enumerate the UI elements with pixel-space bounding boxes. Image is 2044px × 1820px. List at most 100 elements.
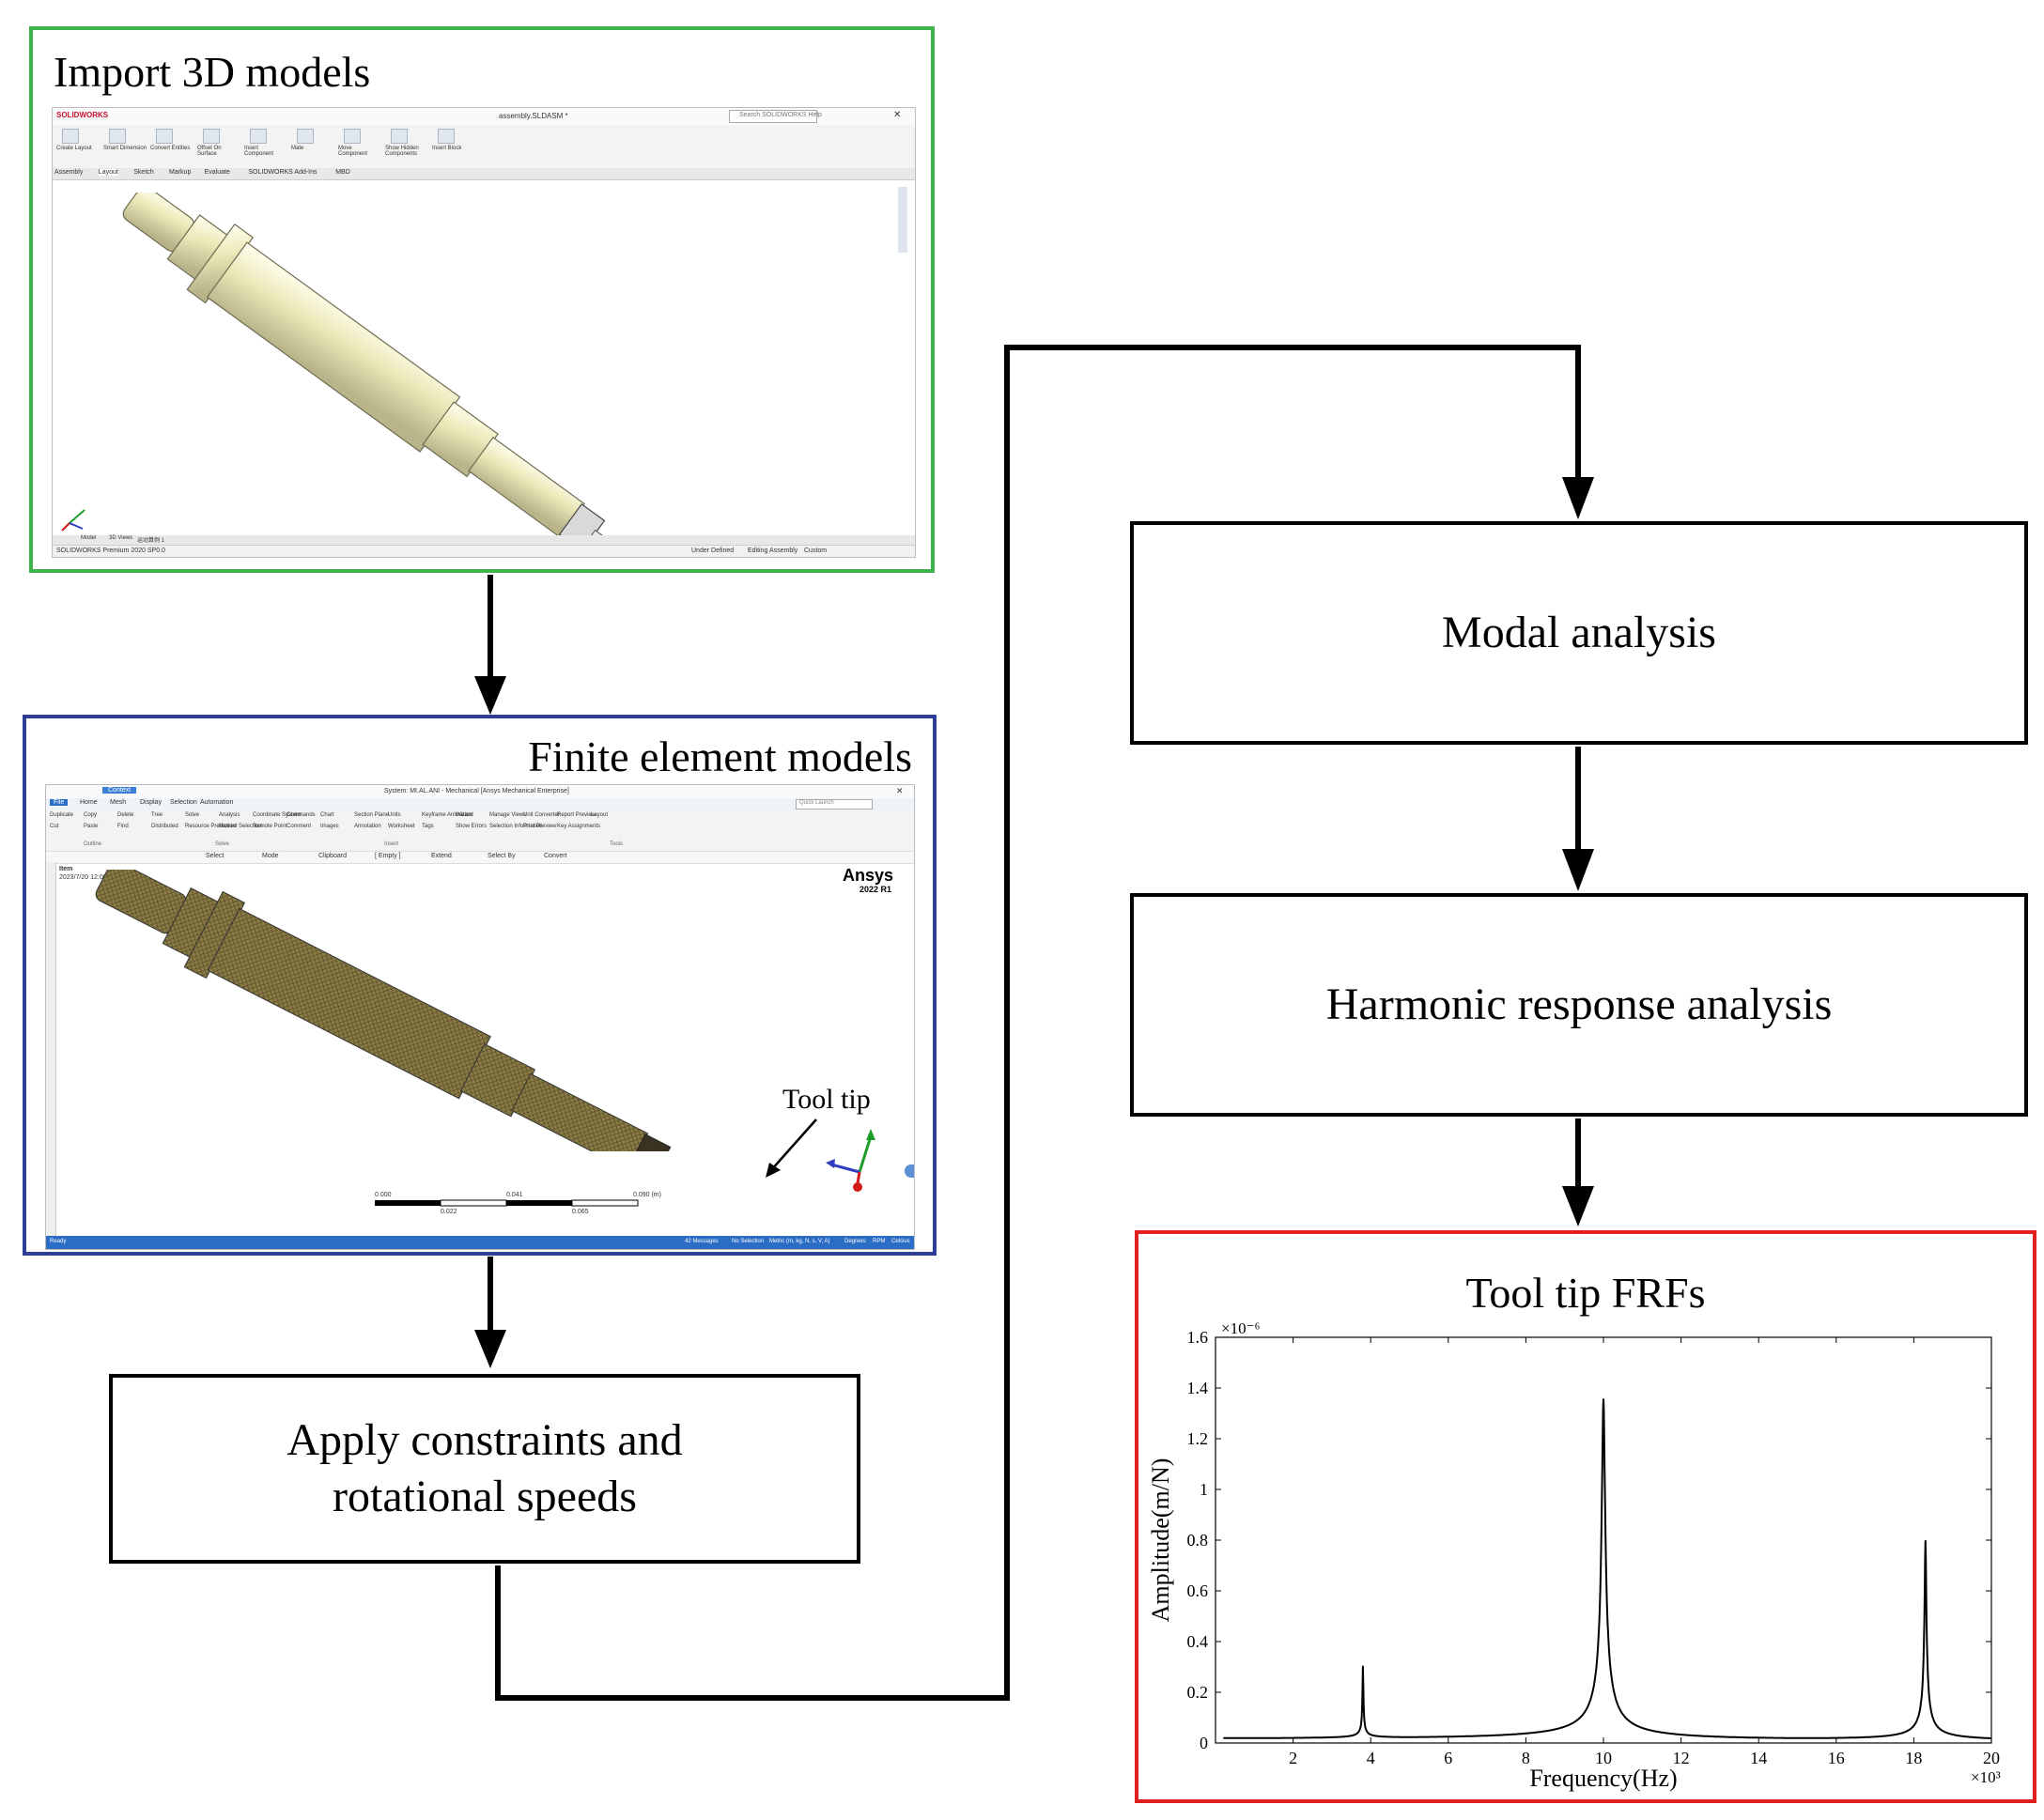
ansys-tool-unit-converter[interactable]: Unit Converter (523, 812, 560, 818)
sw-task-pane-icons[interactable] (898, 187, 907, 253)
ansys-toolbar-mode[interactable]: Mode (262, 853, 279, 859)
ansys-tool-resource-prediction[interactable]: Resource Prediction (185, 824, 237, 829)
sw-bottom-tab[interactable]: 运动算例 1 (137, 538, 165, 544)
close-icon[interactable]: ✕ (893, 110, 902, 120)
sw-tool-insert-component-icon[interactable] (250, 129, 267, 144)
ansys-tool-coordinate-system[interactable]: Coordinate System (253, 812, 302, 818)
sw-brand: SOLIDWORKS (56, 111, 109, 119)
sw-tool-offset-on-surface-icon[interactable] (203, 129, 220, 144)
sw-tool-insert-block-icon[interactable] (438, 129, 455, 144)
sw-search-input[interactable]: Search SOLIDWORKS Help (729, 110, 822, 123)
ansys-tool-section-plane[interactable]: Section Plane (354, 812, 390, 818)
ansys-tool-print-preview[interactable]: Print Preview (523, 824, 557, 829)
ansys-tool-solve[interactable]: Solve (185, 812, 200, 818)
ansys-tool-copy[interactable]: Copy (84, 812, 98, 818)
sw-doc-title: assembly.SLDASM * (499, 112, 568, 120)
ansys-tab-automation[interactable]: Automation (200, 799, 234, 806)
ansys-side-expander[interactable] (905, 1164, 914, 1178)
ansys-tool-selection-information[interactable]: Selection Information (489, 824, 543, 829)
sw-tool-convert-entities-icon[interactable] (156, 129, 173, 144)
ansys-toolbar-empty[interactable]: [ Empty ] (375, 853, 401, 859)
frf-x-tick-label: 12 (1673, 1749, 1690, 1767)
ansys-toolbar-select[interactable]: Select (206, 853, 225, 859)
scale-label-top: 0.000 (375, 1192, 392, 1198)
ansys-tool-report-preview[interactable]: Report Preview (557, 812, 596, 818)
sw-tool-label: Move Component (338, 146, 368, 157)
ansys-scale-bar (375, 1199, 639, 1207)
sw-tool-create-layout-icon[interactable] (62, 129, 79, 144)
ansys-context-tab[interactable]: Context (102, 787, 137, 794)
ansys-tool-commands[interactable]: Commands (286, 812, 316, 818)
sw-tool-show-hidden-components-icon[interactable] (391, 129, 408, 144)
ansys-tool-annotation[interactable]: Annotation (354, 824, 381, 829)
ansys-toolbar-convert[interactable]: Convert (544, 853, 567, 859)
ansys-tool-layout[interactable]: Layout (591, 812, 609, 818)
sw-tab-layout[interactable]: Layout (98, 169, 118, 176)
ansys-tool-distributed[interactable]: Distributed (151, 824, 178, 829)
frf-x-tick-label: 20 (1983, 1749, 2000, 1767)
frf-y-tick-label: 1.6 (1187, 1328, 1209, 1347)
sw-tab-markup[interactable]: Markup (169, 169, 192, 176)
ansys-group-label: Tools (610, 841, 624, 847)
ansys-tool-keyframe-animation[interactable]: Keyframe Animation (422, 812, 472, 818)
sw-tool-mate-icon[interactable] (297, 129, 314, 144)
sw-tab-assembly[interactable]: Assembly (54, 169, 84, 176)
sw-bottom-tab[interactable]: 3D Views (109, 535, 133, 541)
frf-y-axis-label: Amplitude(m/N) (1147, 1458, 1174, 1623)
ansys-tool-chart[interactable]: Chart (320, 812, 334, 818)
ansys-item-name: Item (59, 866, 73, 872)
sw-tab-solidworks-add-ins[interactable]: SOLIDWORKS Add-Ins (248, 169, 317, 176)
ansys-tab-display[interactable]: Display (140, 799, 162, 806)
ansys-tool-comment[interactable]: Comment (286, 824, 312, 829)
sw-status-item: Editing Assembly (748, 548, 798, 554)
ansys-tool-analysis[interactable]: Analysis (219, 812, 240, 818)
ansys-tool-tags[interactable]: Tags (422, 824, 434, 829)
ansys-toolbar-extend[interactable]: Extend (431, 853, 452, 859)
ansys-tool-remote-point[interactable]: Remote Point (253, 824, 287, 829)
ansys-logo: Ansys (843, 866, 894, 885)
ansys-tool-tree[interactable]: Tree (151, 812, 163, 818)
ansys-tab-file[interactable]: File (50, 799, 69, 806)
sw-tool-label: Create Layout (56, 146, 92, 151)
ansys-toolbar-select-by[interactable]: Select By (488, 853, 516, 859)
frf-y-tick-label: 1.2 (1187, 1429, 1209, 1448)
ansys-tool-key-assignments[interactable]: Key Assignments (557, 824, 601, 829)
ansys-side-strip[interactable] (46, 862, 56, 1238)
ansys-tool-duplicate[interactable]: Duplicate (50, 812, 74, 818)
sw-tool-smart-dimension-icon[interactable] (109, 129, 126, 144)
ansys-tool-delete[interactable]: Delete (117, 812, 134, 818)
scale-label-top: 0.090 (m) (633, 1192, 661, 1198)
ansys-status-item: Celsius (891, 1239, 910, 1244)
ansys-tool-images[interactable]: Images (320, 824, 339, 829)
ansys-tool-find[interactable]: Find (117, 824, 129, 829)
ansys-tab-mesh[interactable]: Mesh (110, 799, 127, 806)
sw-bottom-tab[interactable]: Model (81, 535, 97, 541)
sw-tab-mbd[interactable]: MBD (335, 169, 350, 176)
ansys-toolbar-clipboard[interactable]: Clipboard (318, 853, 347, 859)
ansys-tool-manage-views[interactable]: Manage Views (489, 812, 527, 818)
ansys-tool-units[interactable]: Units (388, 812, 401, 818)
fem-panel-title: Finite element models (528, 733, 912, 780)
sw-tab-evaluate[interactable]: Evaluate (204, 169, 230, 176)
ansys-tool-worksheet[interactable]: Worksheet (388, 824, 415, 829)
ansys-tool-cut[interactable]: Cut (50, 824, 59, 829)
frf-x-tick-label: 16 (1828, 1749, 1845, 1767)
ansys-tab-selection[interactable]: Selection (170, 799, 197, 806)
ansys-tool-paste[interactable]: Paste (84, 824, 99, 829)
ansys-tool-show-errors[interactable]: Show Errors (456, 824, 488, 829)
ansys-tool-wizard[interactable]: Wizard (456, 812, 473, 818)
sw-tool-move-component-icon[interactable] (344, 129, 361, 144)
frf-y-tick-label: 0.2 (1187, 1683, 1209, 1702)
frf-y-tick-label: 1.4 (1187, 1379, 1209, 1397)
ansys-quick-launch-input[interactable]: Quick Launch (796, 799, 873, 810)
sw-tab-sketch[interactable]: Sketch (133, 169, 154, 176)
ansys-window: Context System: MI.AL.ANI - Mechanical [… (45, 784, 915, 1250)
ansys-close-icon[interactable]: ✕ (896, 786, 904, 795)
tool-tip-annotation: Tool tip (782, 1084, 871, 1115)
ansys-tab-home[interactable]: Home (80, 799, 98, 806)
ansys-tool-named-selection[interactable]: Named Selection (219, 824, 262, 829)
